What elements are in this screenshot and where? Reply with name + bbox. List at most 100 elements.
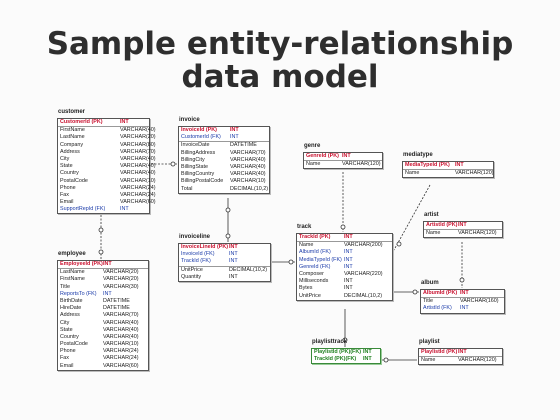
column-row: AlbumId (FK)INT [297,249,392,256]
column-name: Company [60,141,84,148]
column-name: Title [60,283,70,290]
column-row: Composer VARCHAR(220) [297,271,392,278]
column-type: VARCHAR(60) [120,199,156,206]
cardinality-marker [383,357,389,363]
column-name: Composer [299,270,324,277]
column-name: GenreId (PK) [306,153,339,159]
column-type: VARCHAR(24) [120,191,156,198]
column-name: ArtistId (PK) [426,222,458,228]
cardinality-marker [342,337,348,343]
column-row: InvoiceId (FK) INT [179,251,270,258]
column-name: State [60,163,73,170]
column-type: VARCHAR(24) [103,355,139,362]
column-type: VARCHAR(40) [120,127,156,134]
column-type: INT [120,206,129,213]
column-name: State [60,326,73,333]
column-type: INT [103,261,112,267]
title-line-2: data model [181,59,379,95]
column-type: INT [344,249,353,256]
cardinality-marker [412,289,418,295]
column-name: ReportsTo (FK) [60,290,97,297]
column-type: VARCHAR(20) [120,134,156,141]
table-name: genre [304,143,321,149]
column-type: VARCHAR(20) [103,276,139,283]
column-type: INT [342,153,351,159]
table-name: employee [58,251,86,257]
column-row: TrackId (FK)INT [179,258,270,267]
column-type: DECIMAL(10,2) [230,185,269,192]
column-type: INT [460,290,469,296]
column-type: VARCHAR(40) [103,333,139,340]
column-name: Country [60,170,79,177]
column-name: InvoiceId (FK) [181,251,215,258]
column-name: Total [181,185,193,192]
column-row: PlaylistId (PK)INT [419,349,502,358]
column-row: UnitPrice DECIMAL(10,2) [297,293,392,300]
column-name: UnitPrice [299,292,321,299]
cardinality-marker [225,233,231,239]
cardinality-marker [396,241,402,247]
column-type: INT [460,305,469,312]
column-row: EmployeeId (PK)INT [58,261,148,270]
column-name: Address [60,148,80,155]
cardinality-marker [98,227,104,233]
column-type: VARCHAR(40) [230,163,266,170]
relationship-line [393,184,431,251]
column-type: VARCHAR(220) [344,270,383,277]
column-row: CustomerId (PK)INT [58,119,149,128]
column-name: Email [60,199,74,206]
column-type: VARCHAR(24) [120,184,156,191]
column-name: BillingCountry [181,171,215,178]
column-row: State VARCHAR(40) [58,163,156,170]
table-name: playlist [419,339,440,345]
table-name: mediatype [403,152,433,158]
column-type: VARCHAR(200) [344,242,383,249]
column-name: InvoiceId (PK) [181,127,217,133]
column-name: TrackId (PK)(FK) [314,356,357,363]
column-type: INT [230,134,239,141]
title-line-1: Sample entity-relationship [46,26,514,62]
table-name: track [297,224,312,230]
column-name: ArtistId (FK) [423,305,452,312]
column-type: DECIMAL(10,2) [344,292,383,299]
column-type: INT [229,251,238,258]
column-row: Email VARCHAR(60) [58,199,156,206]
table-body: TrackId (PK) INT Name VARCHAR(200)AlbumId (… [296,233,393,301]
column-type: VARCHAR(40) [120,170,156,177]
column-type: INT [344,234,353,240]
column-row: SupportRepId (FK)INT [58,206,149,213]
table-name: playlisttrack [312,339,348,345]
column-type: VARCHAR(70) [230,149,266,156]
column-name: TrackId (PK) [299,234,331,240]
column-name: Name [299,242,314,249]
column-row: PlaylistId (PK)(FK)INT [312,349,380,356]
column-type: VARCHAR(40) [120,163,156,170]
column-name: HireDate [60,305,82,312]
column-type: VARCHAR(40) [120,155,156,162]
column-type: INT [344,263,353,270]
column-row: TrackId (PK)(FK)INT [312,356,380,363]
column-type: INT [458,349,467,355]
column-type: INT [344,256,353,263]
